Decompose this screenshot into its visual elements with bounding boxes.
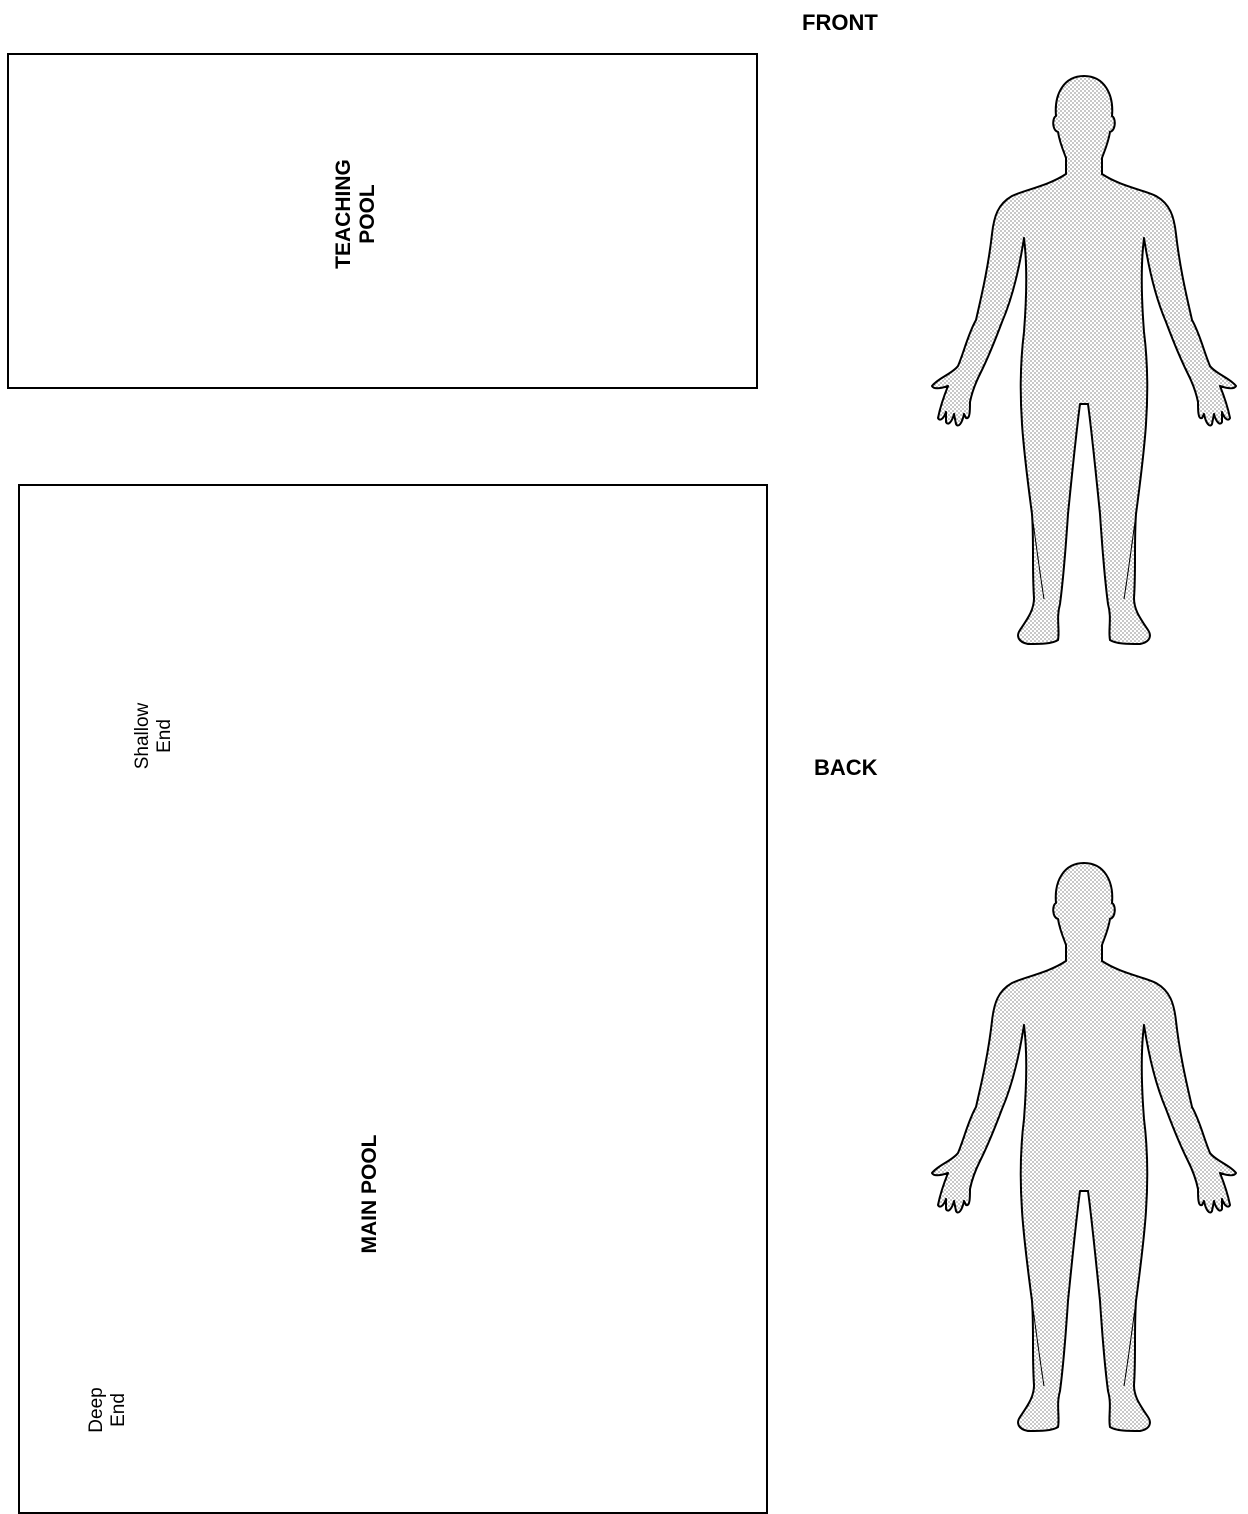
teaching-pool-label-line2: POOL — [356, 159, 380, 269]
back-view-title: BACK — [814, 755, 878, 781]
front-body-figure — [924, 74, 1244, 648]
deep-end-label: Deep End — [86, 1387, 130, 1432]
teaching-pool-outline: TEACHING POOL — [7, 53, 758, 389]
shallow-end-line2: End — [154, 703, 176, 770]
main-pool-label: MAIN POOL — [358, 1135, 382, 1254]
front-view-title: FRONT — [802, 10, 878, 36]
teaching-pool-label: TEACHING POOL — [332, 159, 380, 269]
teaching-pool-label-line1: TEACHING — [332, 159, 356, 269]
back-body-figure — [924, 861, 1244, 1435]
deep-end-line1: Deep — [86, 1387, 108, 1432]
shallow-end-label: Shallow End — [132, 703, 176, 770]
deep-end-line2: End — [108, 1387, 130, 1432]
shallow-end-line1: Shallow — [132, 703, 154, 770]
main-pool-outline: Shallow End MAIN POOL Deep End — [18, 484, 768, 1514]
